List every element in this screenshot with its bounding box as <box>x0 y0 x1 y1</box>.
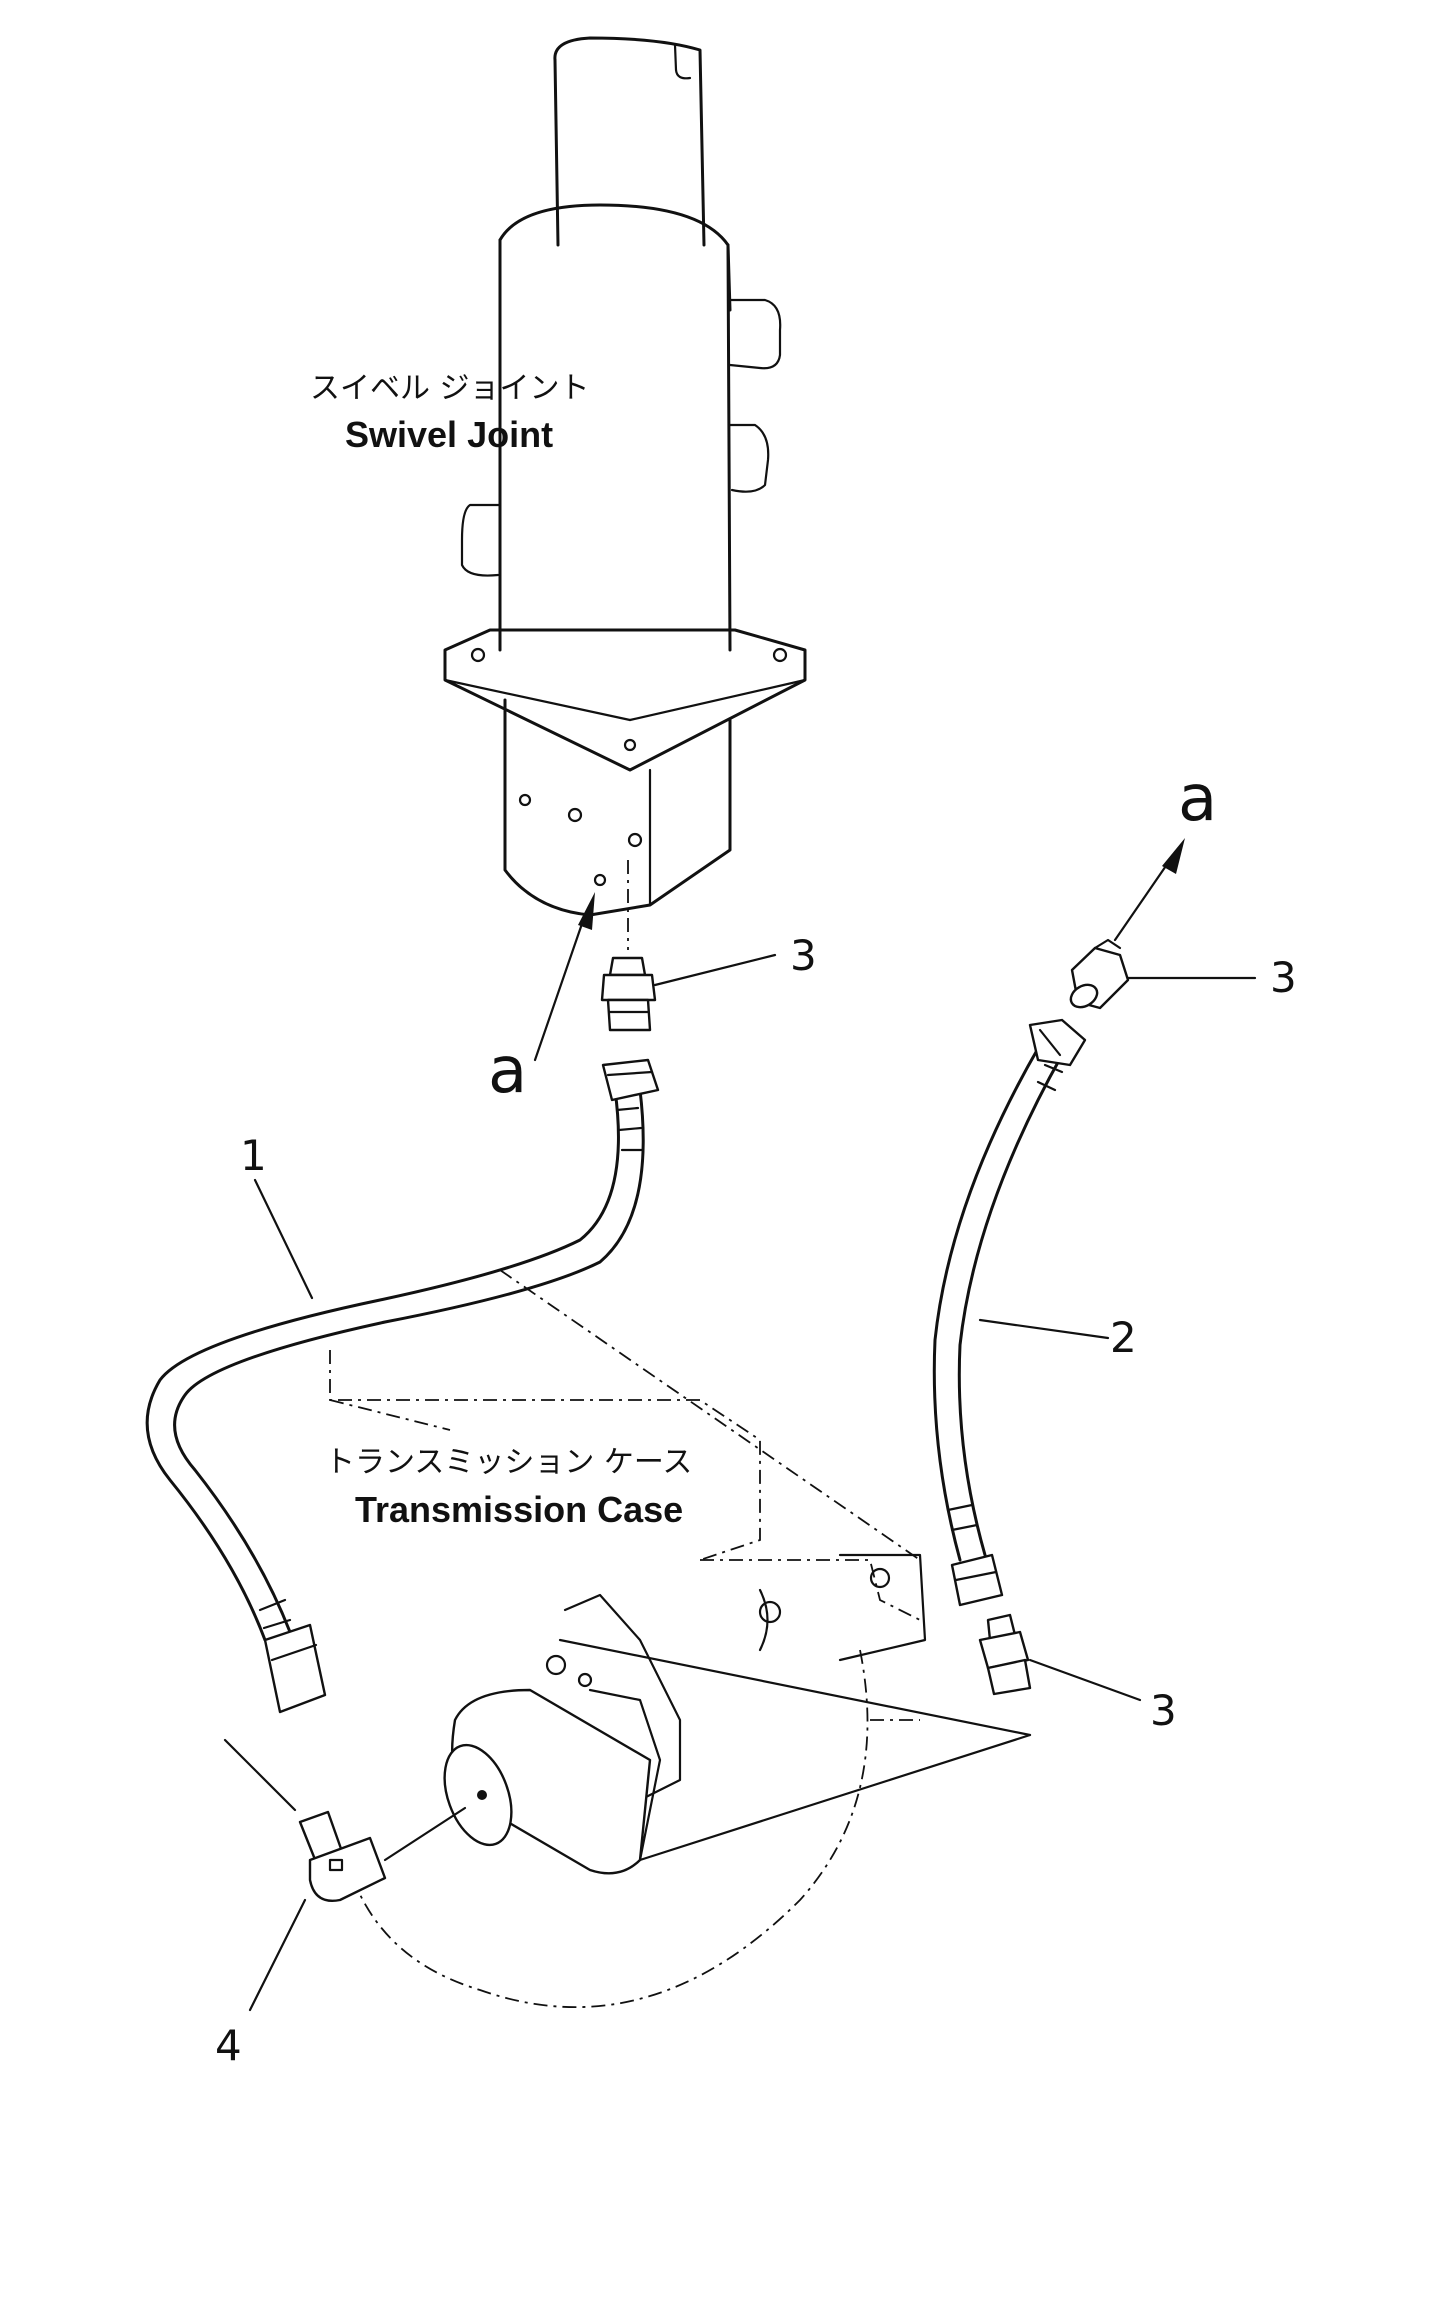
elbow-4 <box>223 1738 467 1902</box>
callout-part-4: 4 <box>215 2021 242 2070</box>
reference-a-right: a <box>1178 762 1217 836</box>
callout-part-2: 2 <box>1110 1313 1137 1362</box>
connector-3-top-center <box>600 956 657 1032</box>
hose-1 <box>145 1058 660 1714</box>
callout-part-3-top-center: 3 <box>790 931 817 980</box>
swivel-joint-label-en: Swivel Joint <box>345 414 553 455</box>
swivel-joint-label-jp: スイベル ジョイント <box>310 371 590 406</box>
sensor-body <box>443 1638 1032 1875</box>
hose-2 <box>932 1018 1087 1607</box>
leader-lines <box>248 838 1257 2012</box>
transmission-case-label-en: Transmission Case <box>355 1489 683 1530</box>
connector-3-top-right <box>1069 938 1130 1010</box>
transmission-case-label-jp: トランスミッション ケース <box>325 1445 692 1480</box>
transmission-case <box>329 1269 927 2008</box>
callout-part-1: 1 <box>240 1131 267 1180</box>
connector-3-bottom-right <box>978 1613 1032 1696</box>
callout-part-3-bottom-right: 3 <box>1150 1686 1177 1735</box>
callout-part-3-top-right: 3 <box>1270 953 1297 1002</box>
reference-a-left: a <box>488 1034 527 1108</box>
swivel-joint <box>443 36 807 950</box>
